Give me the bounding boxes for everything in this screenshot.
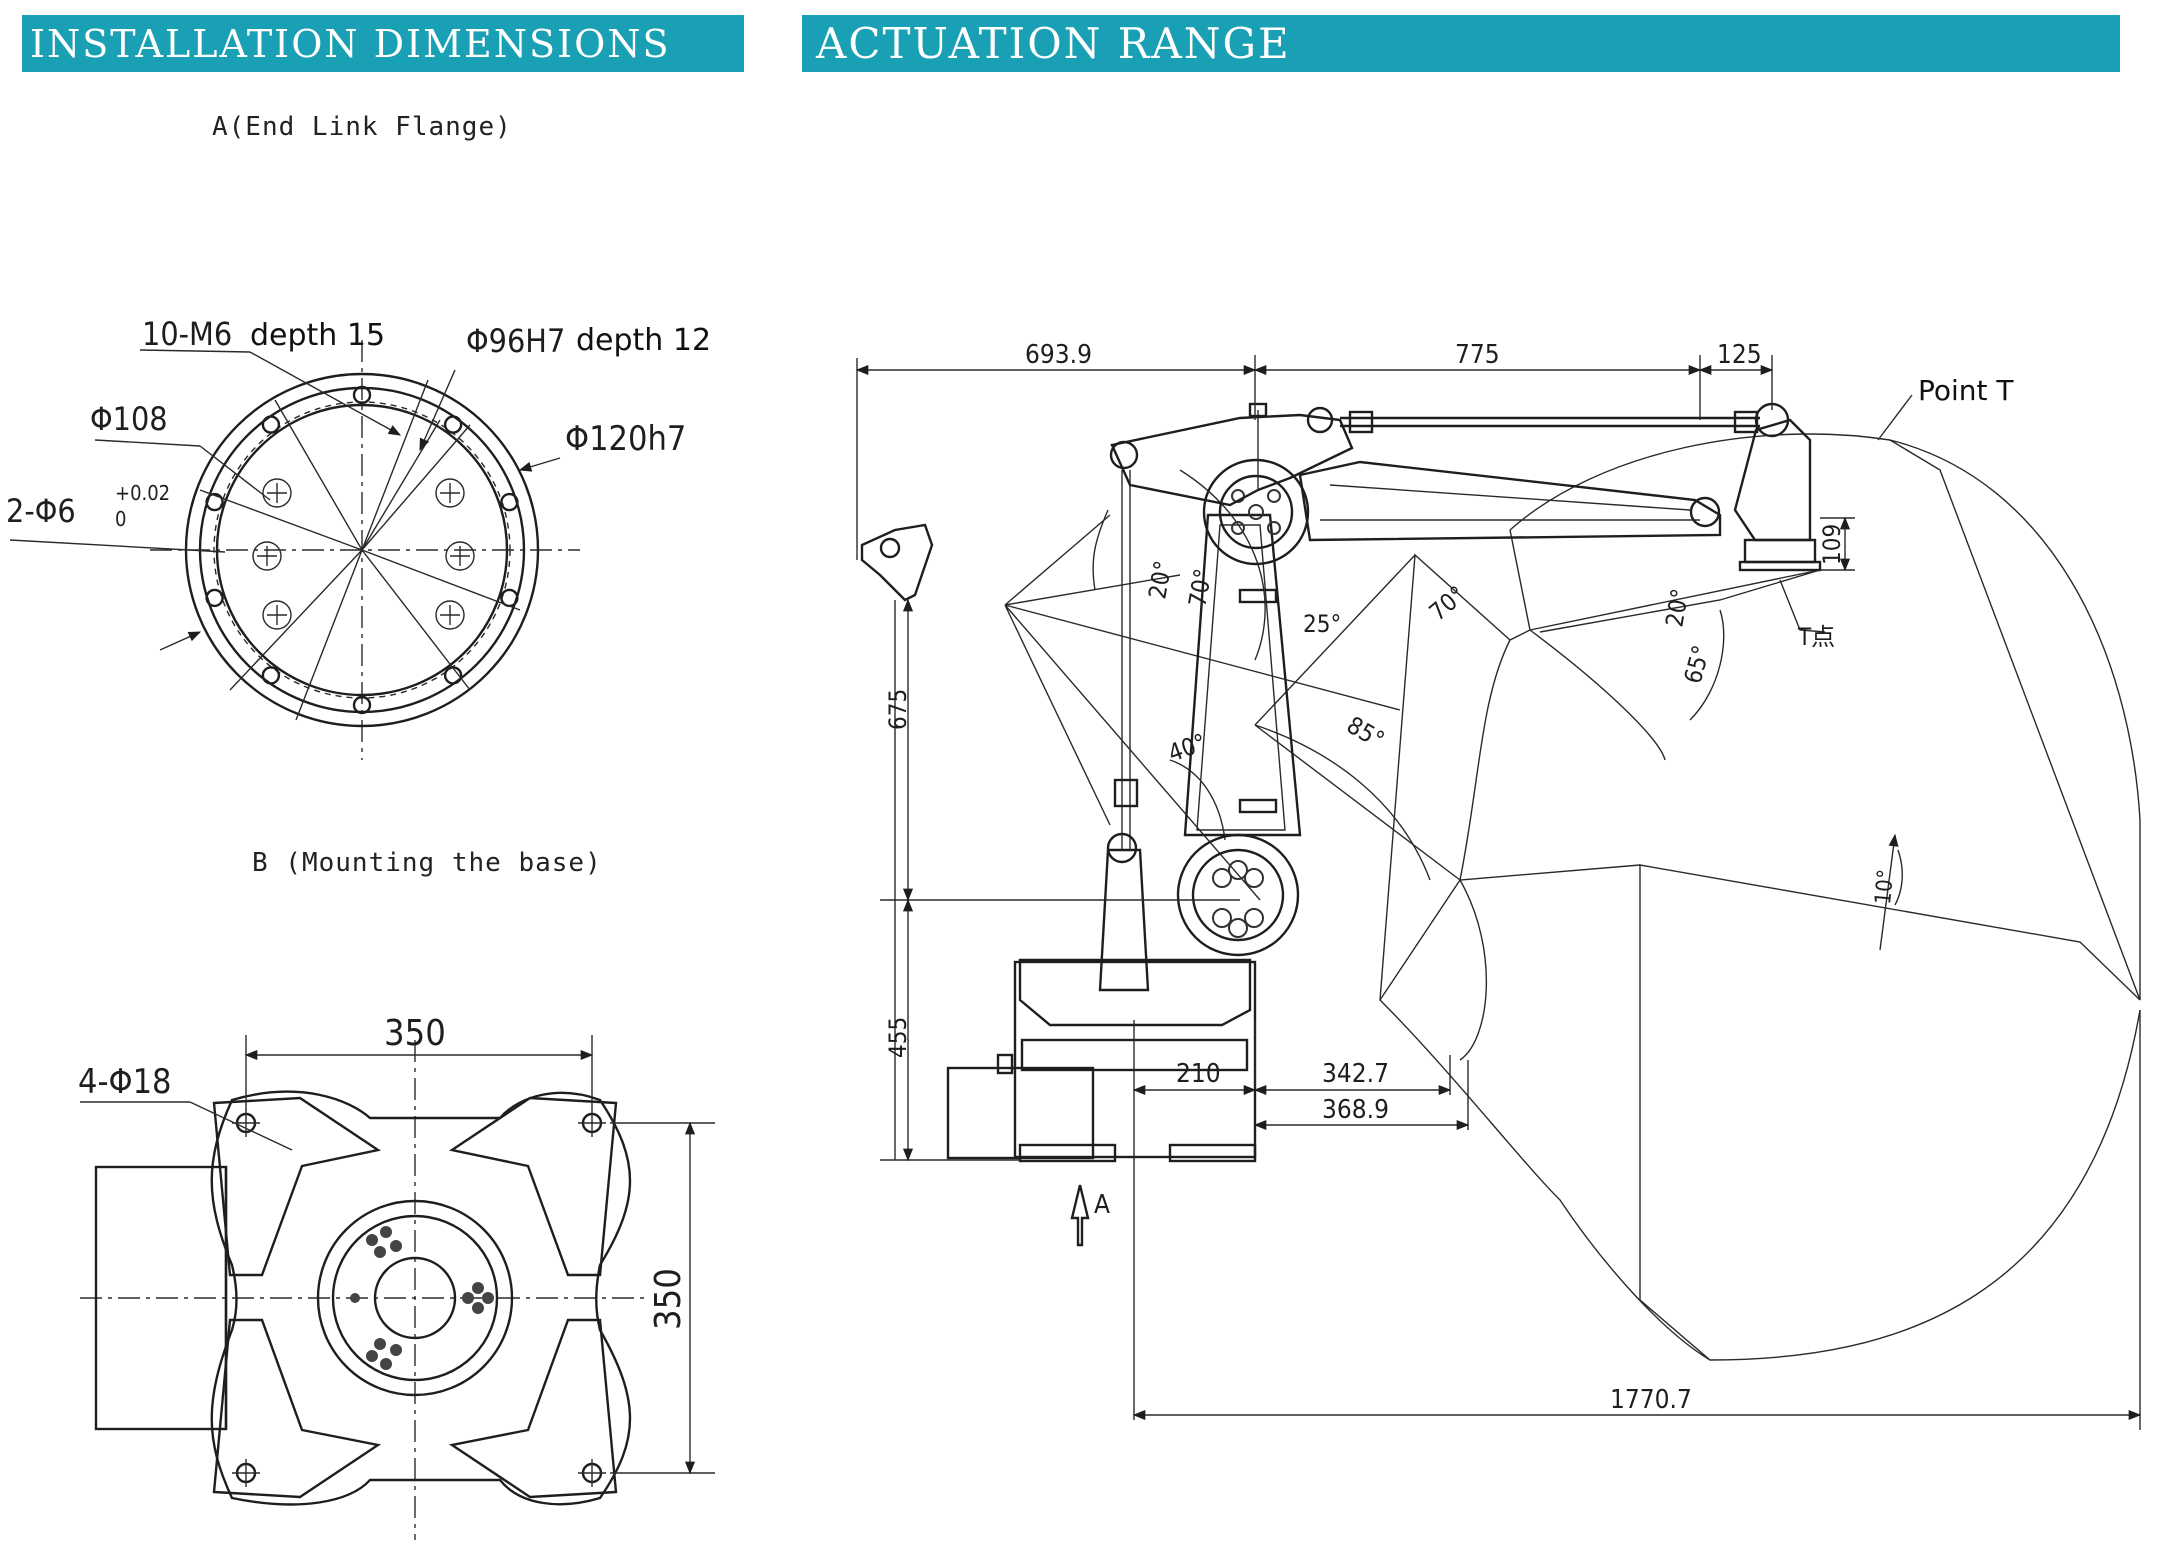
dim-1770-7: 1770.7	[1610, 1385, 1692, 1415]
base-mount-holes	[232, 1109, 606, 1487]
angle-70-left: 70°	[1183, 566, 1217, 609]
angle-70-right: 70°	[1424, 581, 1471, 627]
dim-455: 455	[884, 1017, 912, 1058]
actuation-dimensions	[855, 355, 2142, 1430]
flange-bore-depth-label: depth 12	[576, 323, 711, 358]
base-holes-label: 4-Φ18	[78, 1062, 171, 1102]
angle-65: 65°	[1679, 642, 1716, 686]
actuation-range-title: ACTUATION RANGE	[816, 19, 1291, 68]
angle-85: 85°	[1342, 711, 1389, 754]
base-center-bolts	[350, 1226, 494, 1370]
dim-210: 210	[1176, 1059, 1221, 1089]
t-point-marker-label: T点	[1797, 623, 1835, 651]
dim-368-9: 368.9	[1322, 1095, 1389, 1125]
flange-bolt-hole	[500, 492, 519, 512]
base-width-dimension: 350	[384, 1013, 446, 1054]
dim-342-7: 342.7	[1322, 1059, 1389, 1089]
flange-caption: A(End Link Flange)	[212, 112, 512, 142]
angle-20-right: 20°	[1660, 586, 1694, 629]
flange-bolt-hole	[352, 695, 372, 715]
base-caption: B (Mounting the base)	[252, 848, 602, 878]
actuation-range-header: ACTUATION RANGE	[802, 15, 2120, 72]
mounting-base-drawing: 350 350 4-Φ18	[78, 1013, 715, 1540]
flange-bolt-hole	[205, 588, 224, 608]
point-t-label: Point T	[1918, 374, 2014, 407]
flange-bolt-hole	[205, 492, 224, 512]
end-link-flange-drawing: 10-M6 depth 15 Φ96H7 depth 12 Φ120h7 Φ10…	[6, 315, 711, 760]
dim-693-9: 693.9	[1025, 340, 1092, 370]
flange-pcd-label: Φ108	[90, 400, 168, 438]
angle-10: 10°	[1871, 868, 1899, 905]
dim-125: 125	[1717, 340, 1762, 370]
flange-cross-holes	[252, 478, 475, 630]
flange-bolt-hole	[261, 666, 281, 685]
angle-40: 40°	[1164, 728, 1210, 767]
flange-holes-depth-label: depth 15	[250, 318, 385, 353]
base-height-dimension: 350	[648, 1268, 689, 1330]
actuation-range-drawing: 693.9 775 125 109 675 455 210 342.7 368.…	[855, 340, 2142, 1430]
installation-dimensions-title: INSTALLATION DIMENSIONS	[30, 21, 671, 66]
dim-109: 109	[1818, 524, 1846, 565]
view-a-label: A	[1094, 1190, 1110, 1220]
flange-bolt-holes	[205, 385, 519, 715]
flange-bolt-hole	[352, 385, 372, 405]
dim-775: 775	[1455, 340, 1500, 370]
flange-bolt-hole	[443, 415, 463, 434]
dim-675: 675	[884, 689, 912, 730]
flange-bore-label: Φ96H7	[466, 322, 565, 360]
flange-outer-diameter-label: Φ120h7	[565, 419, 686, 459]
robot-arm	[860, 402, 1822, 1163]
flange-pin-label: 2-Φ6	[6, 492, 76, 530]
flange-pin-tolerance-lower: 0	[115, 507, 126, 531]
installation-dimensions-header: INSTALLATION DIMENSIONS	[22, 15, 744, 72]
flange-holes-label: 10-M6	[142, 315, 232, 353]
angle-20-left: 20°	[1143, 558, 1177, 601]
flange-bolt-hole	[261, 415, 281, 434]
flange-pin-tolerance-upper: +0.02	[115, 481, 170, 505]
angle-25: 25°	[1303, 610, 1341, 638]
